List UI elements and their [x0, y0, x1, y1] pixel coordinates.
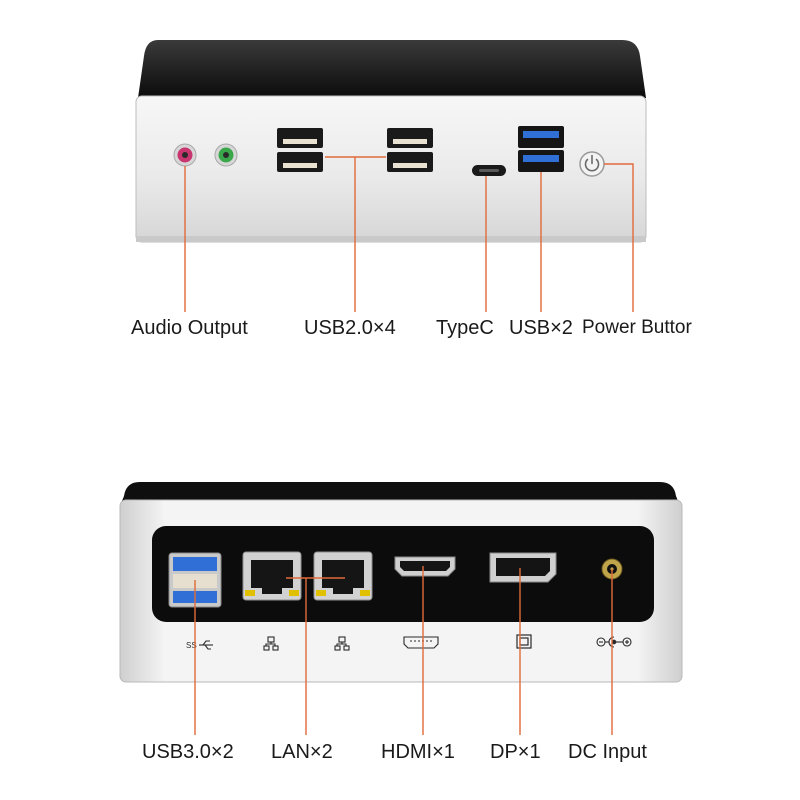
- usb2-port-stack-left: [277, 128, 323, 172]
- hdmi-icon: [403, 636, 439, 649]
- label-dc-input: DC Input: [568, 741, 647, 763]
- audio-jack-pink: [173, 143, 197, 167]
- power-button-icon: [579, 151, 605, 177]
- rear-callout-lines: [194, 566, 613, 735]
- usb3-ss-mark: SS: [186, 641, 197, 650]
- label-hdmi: HDMI×1: [381, 741, 455, 763]
- displayport-port: [489, 552, 557, 583]
- lan-port-2: [313, 551, 373, 601]
- hdmi-port: [394, 556, 456, 577]
- dc-polarity-icon: [596, 636, 632, 648]
- label-power-button: Power Buttor: [582, 317, 692, 338]
- audio-jack-green: [214, 143, 238, 167]
- front-callout-lines: [184, 156, 634, 312]
- usb-trident-icon: [199, 640, 213, 650]
- network-icon-1: [263, 636, 279, 651]
- label-usb20: USB2.0×4: [304, 317, 396, 339]
- label-typec: TypeC: [436, 317, 494, 339]
- front-device-top: [138, 40, 646, 98]
- label-usb: USB×2: [509, 317, 573, 339]
- lan-port-1: [242, 551, 302, 601]
- label-dp: DP×1: [490, 741, 541, 763]
- network-icon-2: [334, 636, 350, 651]
- callout-line-power: [604, 163, 634, 312]
- usb2-port-stack-right: [387, 128, 433, 172]
- label-audio-output: Audio Output: [131, 317, 248, 339]
- typec-port: [472, 165, 506, 176]
- front-device-bottom-edge: [136, 236, 646, 242]
- usb3-port-stack-front: [518, 126, 564, 172]
- label-usb30: USB3.0×2: [142, 741, 234, 763]
- label-lan: LAN×2: [271, 741, 333, 763]
